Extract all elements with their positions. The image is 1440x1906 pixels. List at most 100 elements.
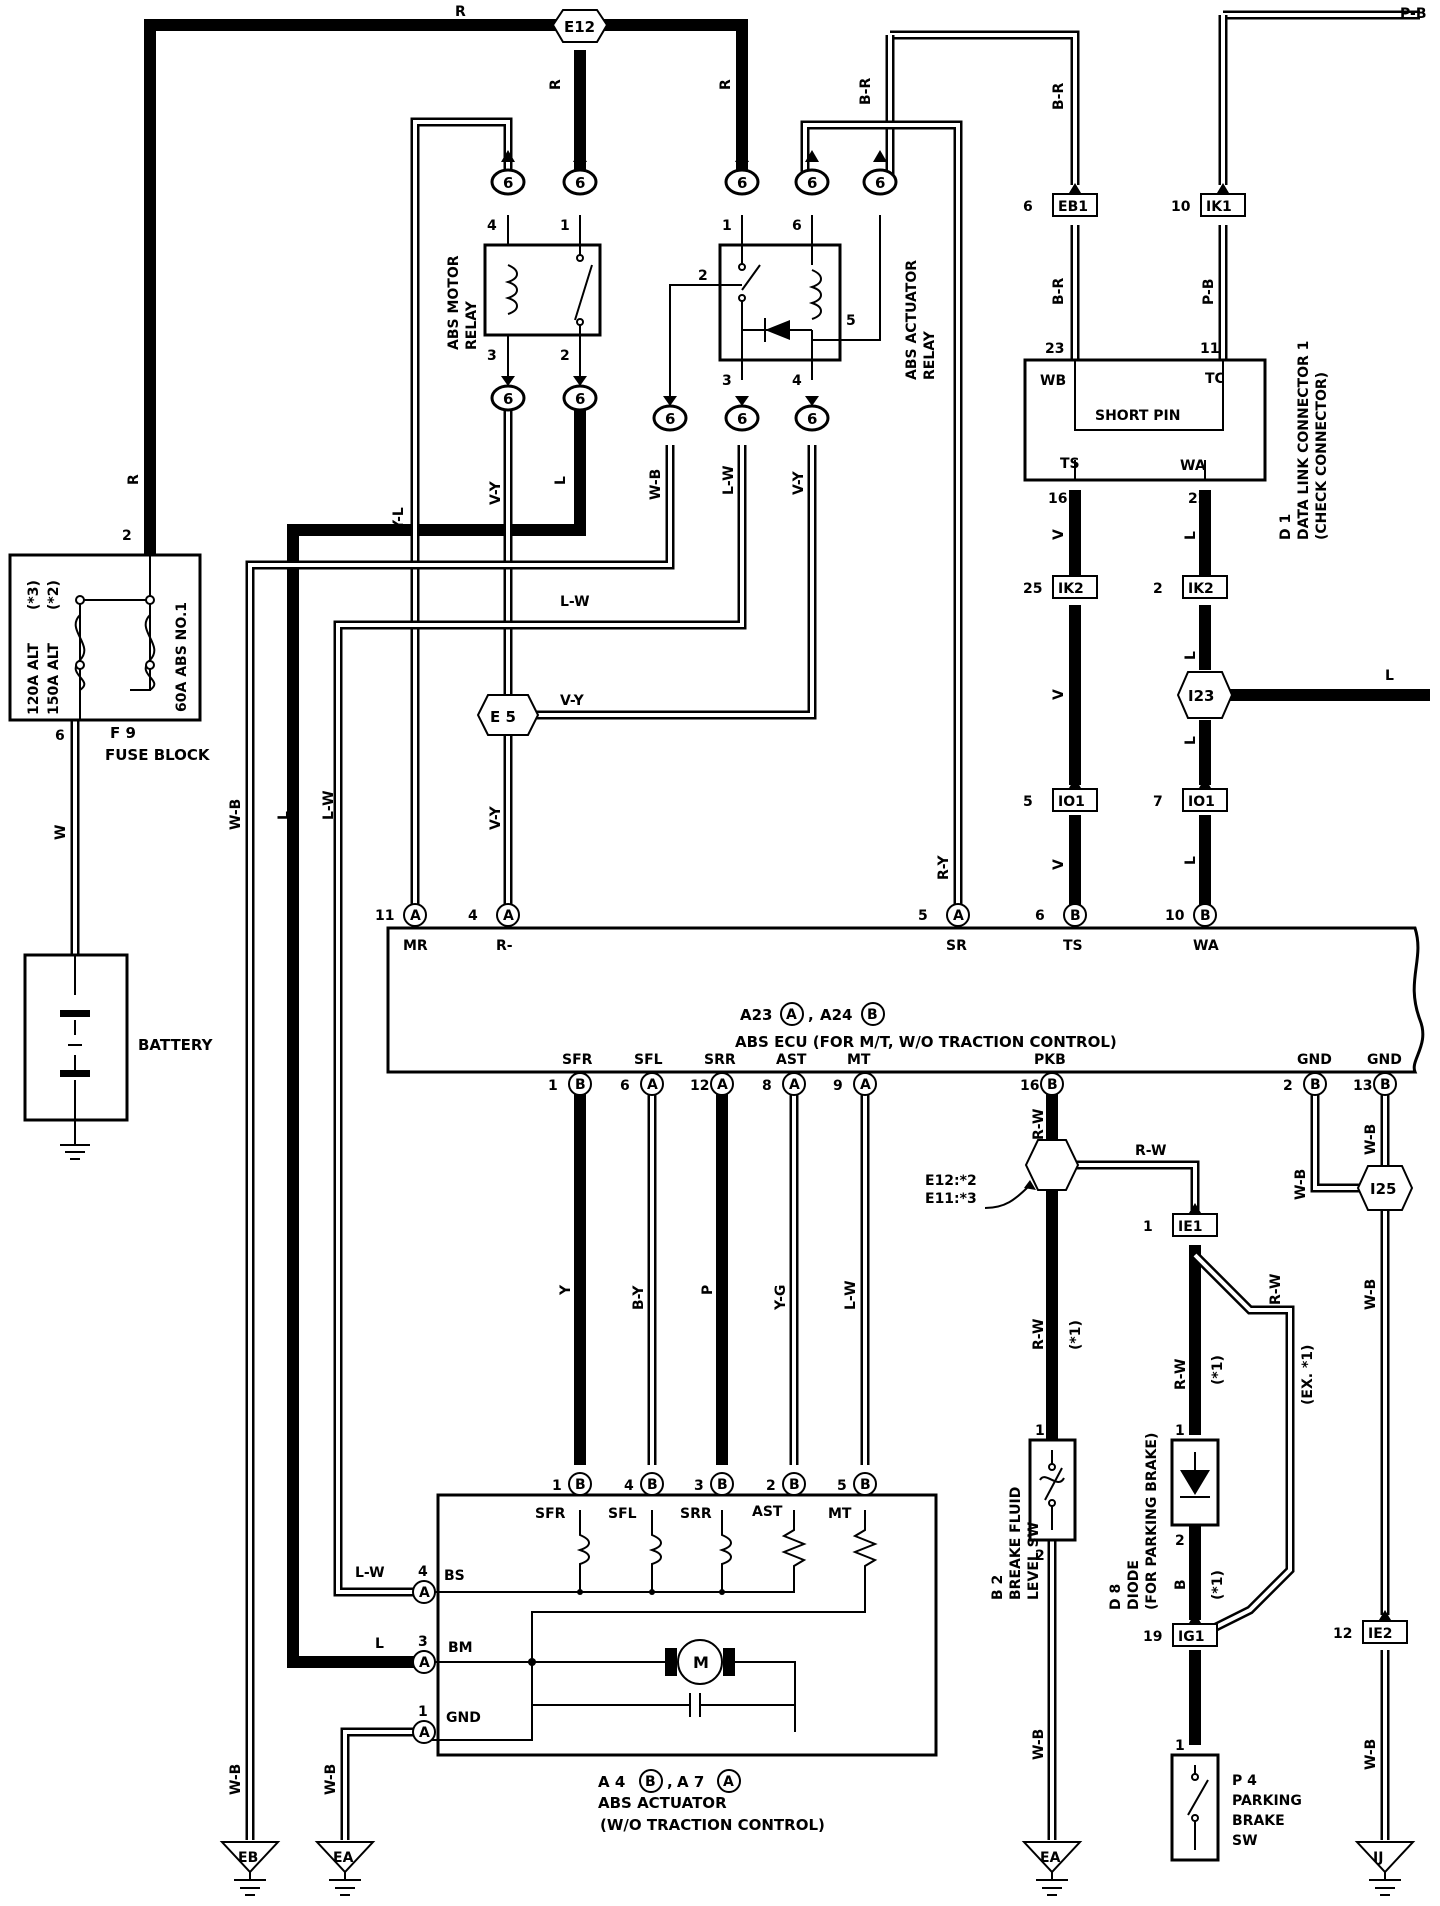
solenoid-sfl-icon: [648, 1510, 662, 1590]
ie2-pin: 12: [1333, 1626, 1352, 1642]
wire-color-label: Y-L: [391, 507, 407, 531]
dlc-short-pin: SHORT PIN: [1095, 408, 1180, 424]
wire-color-label: P-B: [1400, 6, 1427, 22]
ground-ea-right: EA: [1021, 1841, 1083, 1896]
act-ref-a4: A 4: [598, 1773, 625, 1791]
ground-ea-right-label: EA: [1040, 1850, 1061, 1866]
dlc-eb1-label: EB1: [1058, 199, 1088, 215]
ground-icon: [1036, 1872, 1068, 1896]
act-top-pin-4-letter: B: [860, 1477, 871, 1493]
ie2-label: IE2: [1368, 1626, 1393, 1642]
actuator-reference: A 4 B , A 7 A: [598, 1769, 741, 1793]
ik1-pin: 10: [1171, 199, 1191, 215]
connector-6-label: 6: [737, 174, 747, 192]
wire-color-label: L: [1385, 668, 1394, 684]
wire-color-label: V-Y: [791, 470, 807, 495]
d8-label1: DIODE: [1126, 1560, 1142, 1610]
wire-color-label: L: [1183, 856, 1199, 865]
d8-tag: (*1): [1210, 1355, 1226, 1385]
ecu-top-pin-0-letter: A: [410, 908, 421, 924]
p4-pin1: 1: [1175, 1738, 1185, 1754]
act-ref-b-circle: B: [645, 1774, 656, 1790]
act-left-pin-0: A: [412, 1580, 436, 1604]
wire-color-label: L: [1183, 531, 1199, 540]
act-sfl: SFL: [608, 1506, 637, 1522]
battery: BATTERY: [23, 953, 214, 1160]
wire-color-label: V-Y: [560, 693, 585, 709]
act-bs: BS: [444, 1568, 465, 1584]
ground-icon: [60, 1144, 90, 1160]
ecu-top-pin-name: R-: [496, 938, 513, 954]
act-ref-a7: A 7: [677, 1773, 704, 1791]
battery-label: BATTERY: [138, 1036, 214, 1054]
ecu-top-pin-0: A: [403, 903, 427, 927]
b2-pin1: 1: [1035, 1423, 1045, 1439]
act-sfr: SFR: [535, 1506, 566, 1522]
ecu-bottom-pin-0-letter: B: [575, 1077, 586, 1093]
wire-color-label: R-W: [1268, 1274, 1284, 1305]
wire-color-label: L-W: [843, 1280, 859, 1310]
act-top-pin-4: B: [853, 1472, 877, 1496]
act-top-pin-num: 5: [837, 1478, 847, 1494]
ecu-bottom-pin-5-letter: B: [1047, 1077, 1058, 1093]
act-relay-pin1: 1: [722, 218, 732, 234]
ecu-reference: A23 A , A24 B: [740, 1002, 885, 1026]
solenoid-srr-icon: [718, 1510, 732, 1590]
splice-i23: I23: [1176, 671, 1234, 719]
ecu-bottom-pin-num: 6: [620, 1078, 630, 1094]
ecu-top-pin-2-letter: A: [953, 908, 964, 924]
abs-ecu: A23 A , A24 B ABS ECU (FOR M/T, W/O TRAC…: [386, 926, 1425, 1074]
d8-pin1: 1: [1175, 1423, 1185, 1439]
act-mt: MT: [828, 1506, 852, 1522]
dlc-tc: TC: [1205, 371, 1225, 387]
solenoid-sfr-icon: [576, 1510, 590, 1590]
d8-tag2: (*1): [1210, 1570, 1226, 1600]
connector-6: 6: [652, 396, 688, 432]
ecu-top-pin-3-letter: B: [1070, 908, 1081, 924]
relay-coil-icon: [504, 264, 518, 315]
connector-6: 6: [794, 396, 830, 432]
ecu-bottom-pin-5: B: [1040, 1072, 1064, 1096]
act-left-pin-0-letter: A: [419, 1585, 430, 1601]
splice-i25: I25: [1356, 1165, 1414, 1211]
ecu-ref-a23: A23: [740, 1006, 772, 1024]
p4-label2: BRAKE: [1232, 1813, 1285, 1829]
d8-id: D 8: [1108, 1584, 1124, 1610]
act-label1: ABS ACTUATOR: [598, 1794, 727, 1812]
act-relay-label1: ABS ACTUATOR: [904, 260, 920, 380]
dlc-label1: DATA LINK CONNECTOR 1: [1296, 341, 1312, 540]
ecu-top-pin-4: B: [1193, 903, 1217, 927]
ground-ij-label: IJ: [1373, 1850, 1383, 1866]
ecu-top-pin-1-letter: A: [503, 908, 514, 924]
wire-color-label: Y: [558, 1284, 574, 1296]
splice-e12: E12: [551, 9, 609, 43]
connector-6: 6: [490, 376, 526, 412]
ig1-pin: 19: [1143, 1629, 1162, 1645]
wire-color-label: L-W: [321, 790, 337, 820]
dlc-label2: (CHECK CONNECTOR): [1314, 372, 1330, 540]
brake-fluid-level-sw: 1 2 B 2 BREAKE FLUID LEVEL SW (*1): [990, 1320, 1084, 1600]
i25-label: I25: [1370, 1180, 1396, 1198]
wire-color-label: L: [1183, 651, 1199, 660]
motor-relay-label2: RELAY: [464, 300, 480, 350]
act-relay-pin3: 3: [722, 373, 732, 389]
relay-diode-icon: [765, 320, 790, 340]
wire-color-label: V: [1051, 689, 1067, 700]
act-relay-pin4: 4: [792, 373, 802, 389]
connector-6: 6: [724, 150, 760, 196]
wire-color-label: P-B: [1201, 279, 1217, 306]
wire-color-label: L: [276, 811, 292, 820]
motor-icon: [677, 1639, 723, 1685]
actuator-relay-coil-icon: [808, 269, 822, 320]
dlc-eb1-pin: 6: [1023, 199, 1033, 215]
connector-6: 6: [724, 396, 760, 432]
ecu-ref-b-circle: B: [867, 1007, 878, 1023]
ecu-bottom-pin-name: SFL: [634, 1052, 663, 1068]
arrow-icon: [984, 1184, 1031, 1209]
act-left-pin-num: 4: [418, 1564, 428, 1580]
capacitor-icon: [689, 1693, 701, 1717]
